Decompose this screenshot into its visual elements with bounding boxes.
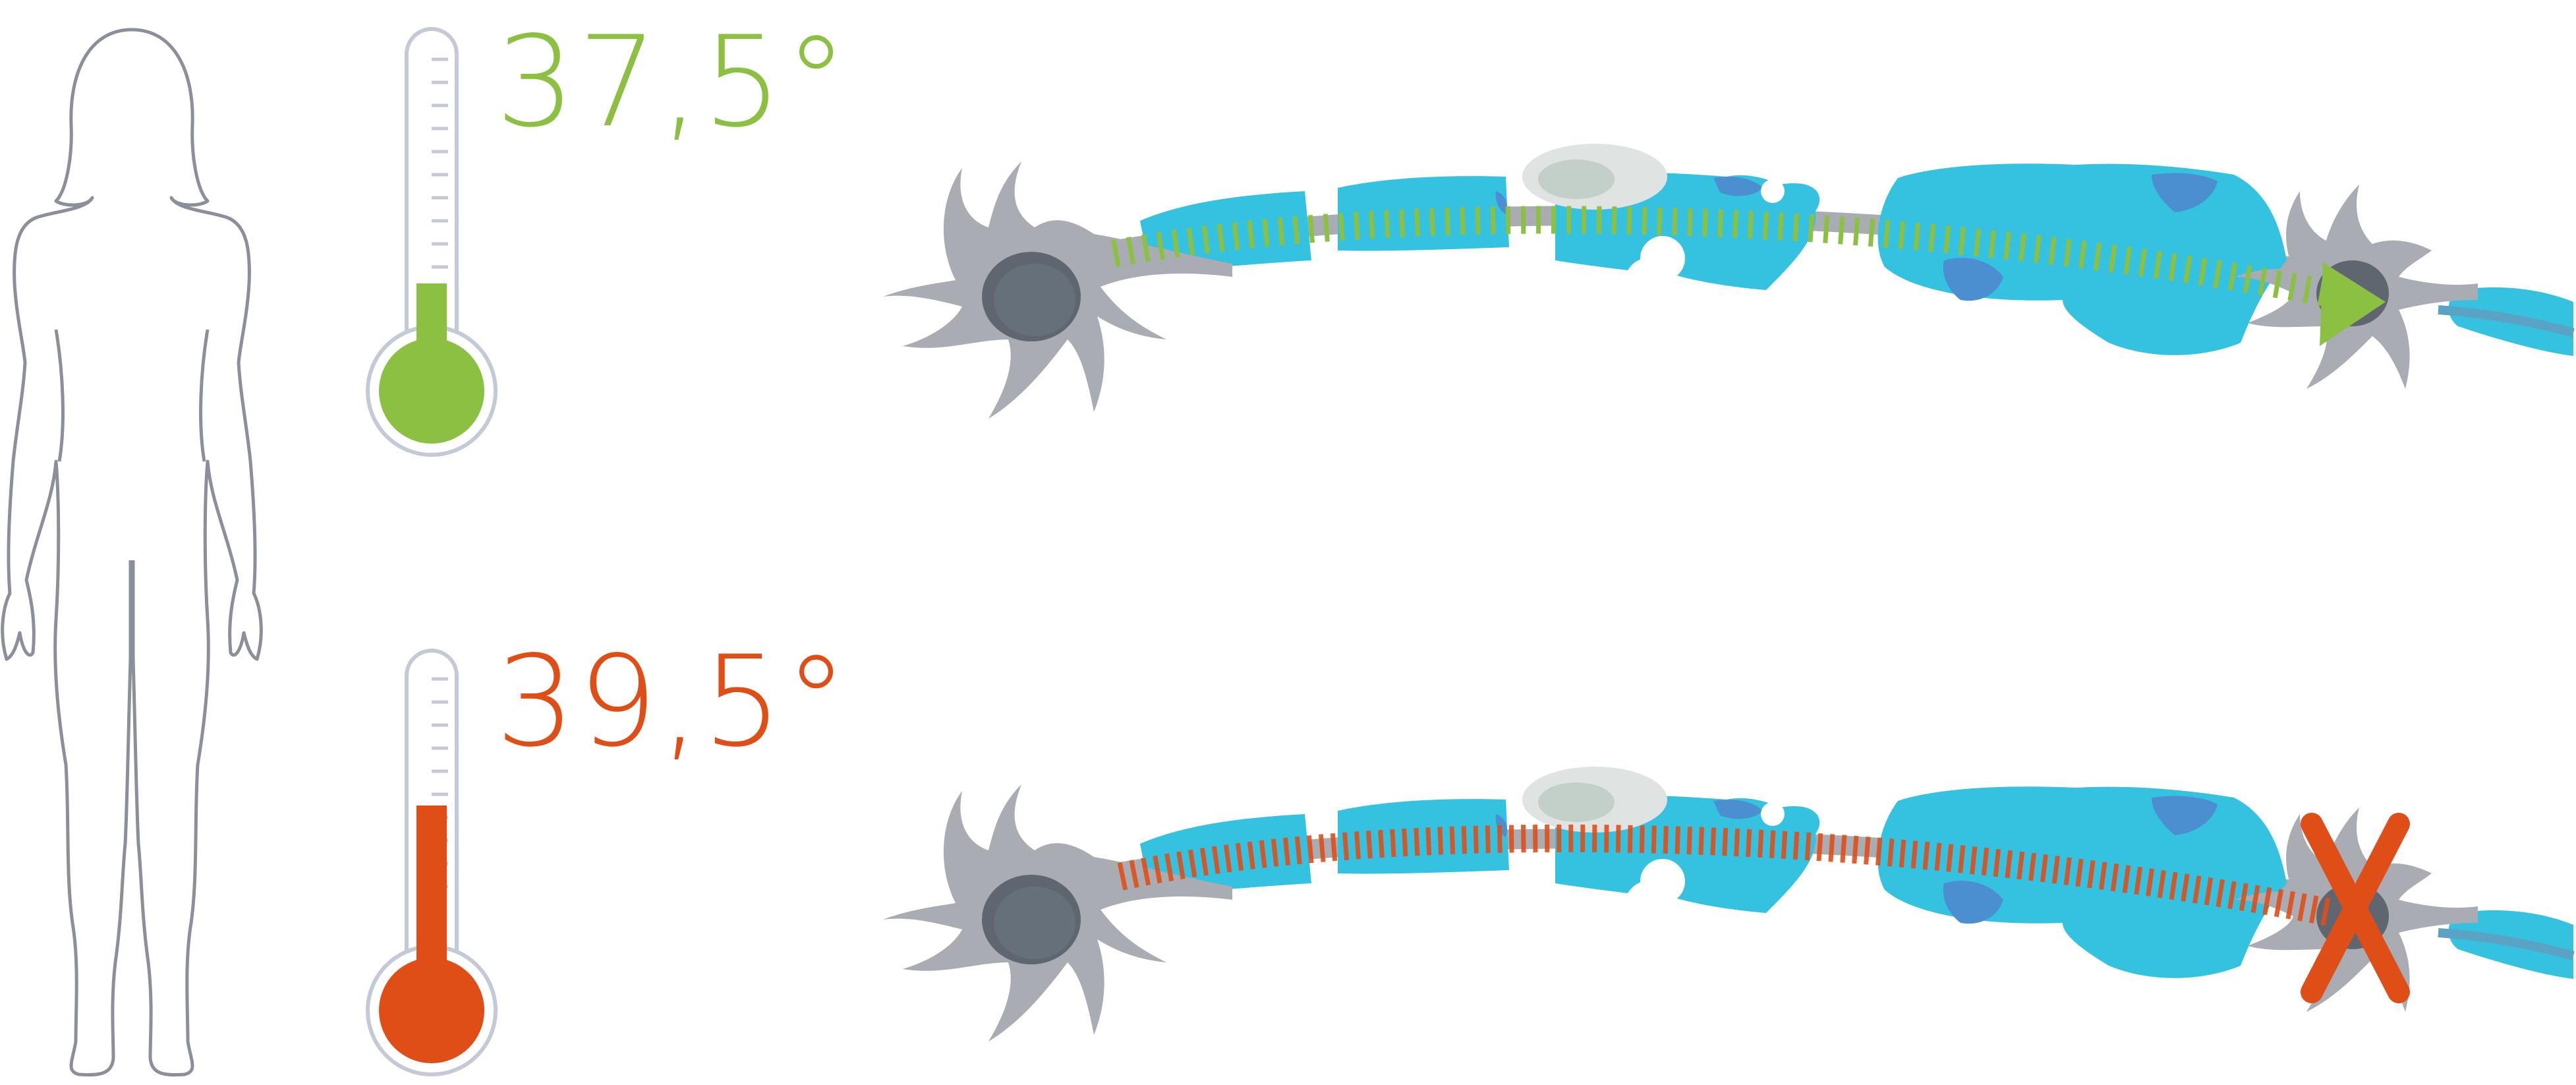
signal-path: [1111, 206, 2349, 310]
thermometer-icon: [366, 27, 498, 457]
neuron-icon: [883, 161, 1232, 419]
neuron-pathway-normal: [883, 144, 2573, 419]
neuron-icon: [883, 784, 1232, 1041]
thermometer-bulb: [379, 958, 484, 1063]
thermometer-bulb: [379, 338, 484, 444]
female-body-icon: [1, 28, 263, 1077]
neuron-pathway-fever: [883, 767, 2573, 1041]
signal-path: [1117, 824, 2335, 927]
cross-icon: [2301, 813, 2410, 1003]
thermometer-icon: [366, 649, 498, 1076]
arrow-icon: [2320, 262, 2386, 346]
thermometer-ticks: [432, 57, 448, 269]
temperature-normal-label: 37,5°: [496, 9, 851, 155]
temperature-fever-label: 39,5°: [496, 629, 851, 775]
